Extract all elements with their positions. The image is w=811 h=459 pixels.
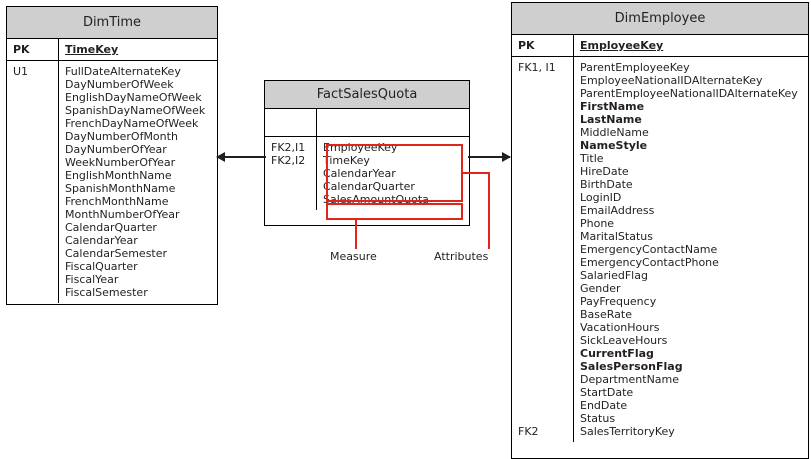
dim-time-field: CalendarSemester xyxy=(65,247,168,260)
dim-employee-field: SalariedFlag xyxy=(580,269,648,282)
relationship-arrow-to-dim-employee xyxy=(502,152,511,162)
dim-employee-field: LoginID xyxy=(580,191,622,204)
attributes-leader-horizontal xyxy=(463,172,490,174)
dim-time-pk-key-column: PK xyxy=(7,39,59,60)
dim-time-pk-label: PK xyxy=(13,43,30,56)
relationship-arrow-to-dim-time xyxy=(216,152,225,162)
dim-employee-pk-key-column: PK xyxy=(512,35,574,56)
dim-employee-field: Title xyxy=(580,152,604,165)
dim-employee-field: ParentEmployeeKey xyxy=(580,61,690,74)
dim-employee-field: HireDate xyxy=(580,165,629,178)
fact-sales-quota-pk-field-column xyxy=(317,109,469,136)
dim-employee-field: ParentEmployeeNationalIDAlternateKey xyxy=(580,87,798,100)
dim-employee-field: PayFrequency xyxy=(580,295,657,308)
dim-employee-field: EndDate xyxy=(580,399,628,412)
dim-time-field: DayNumberOfYear xyxy=(65,143,167,156)
dim-time-field: CalendarYear xyxy=(65,234,138,247)
dim-time-field: DayNumberOfMonth xyxy=(65,130,178,143)
dim-employee-field: FirstName xyxy=(580,100,645,113)
dim-employee-field: CurrentFlag xyxy=(580,347,654,360)
fact-sales-quota-attribute-field: CalendarYear xyxy=(323,167,396,180)
dim-time-field: WeekNumberOfYear xyxy=(65,156,176,169)
dim-employee-field: SalesTerritoryKey xyxy=(580,425,675,438)
dim-time-field: CalendarQuarter xyxy=(65,221,157,234)
dim-employee-key-label-fk2: FK2 xyxy=(518,425,539,438)
dim-employee-field: SalesPersonFlag xyxy=(580,360,683,373)
dim-employee-field: Status xyxy=(580,412,616,425)
dim-employee-pk-field: EmployeeKey xyxy=(580,39,664,52)
dim-time-field: SpanishMonthName xyxy=(65,182,176,195)
dim-employee-field: MiddleName xyxy=(580,126,649,139)
dim-employee-field: DepartmentName xyxy=(580,373,680,386)
attributes-leader-drop xyxy=(488,172,490,249)
dim-employee-pk-section: PK EmployeeKey xyxy=(512,35,808,57)
dim-time-field: FiscalYear xyxy=(65,273,119,286)
dim-employee-pk-field-column: EmployeeKey xyxy=(574,35,808,56)
dim-time-field: EnglishDayNameOfWeek xyxy=(65,91,202,104)
entity-fact-sales-quota[interactable]: FactSalesQuota FK2,I1 FK2,I2 EmployeeKey… xyxy=(264,80,470,226)
dim-employee-key-spacer xyxy=(518,74,573,425)
dim-time-pk-field: TimeKey xyxy=(65,43,119,56)
dim-employee-field: LastName xyxy=(580,113,642,126)
dim-employee-pk-label: PK xyxy=(518,39,535,52)
dim-employee-field: VacationHours xyxy=(580,321,660,334)
relationship-line-fact-to-dim-employee xyxy=(468,156,510,158)
fact-sales-quota-attribute-field: EmployeeKey xyxy=(323,141,398,154)
dim-employee-key-column: FK1, I1 FK2 xyxy=(512,57,574,442)
dim-employee-field: EmergencyContactName xyxy=(580,243,718,256)
dim-employee-field: BaseRate xyxy=(580,308,633,321)
fact-sales-quota-measure-field: SalesAmountQuota xyxy=(323,193,429,206)
dim-time-field: FullDateAlternateKey xyxy=(65,65,181,78)
dim-employee-field: NameStyle xyxy=(580,139,648,152)
dim-time-key-label-u1: U1 xyxy=(13,65,29,78)
dim-time-pk-field-column: TimeKey xyxy=(59,39,217,60)
dim-time-pk-section: PK TimeKey xyxy=(7,39,217,61)
entity-title-fact-sales-quota: FactSalesQuota xyxy=(265,81,469,109)
fact-sales-quota-measure-fields: SalesAmountQuota xyxy=(323,193,469,206)
dim-employee-field: EmergencyContactPhone xyxy=(580,256,719,269)
dim-time-field: MonthNumberOfYear xyxy=(65,208,180,221)
dim-employee-key-label-fk1: FK1, I1 xyxy=(518,61,556,74)
dim-time-key-column: U1 xyxy=(7,61,59,303)
dim-employee-field: Phone xyxy=(580,217,615,230)
measure-annotation-label: Measure xyxy=(330,250,377,263)
fact-sales-quota-pk-section xyxy=(265,109,469,137)
dim-employee-field: BirthDate xyxy=(580,178,633,191)
relationship-line-dim-time-to-fact xyxy=(224,156,266,158)
dim-time-field: FiscalSemester xyxy=(65,286,148,299)
dim-employee-field: EmailAddress xyxy=(580,204,655,217)
measure-leader-line xyxy=(355,220,357,249)
fact-sales-quota-key-label-1: FK2,I1 xyxy=(271,141,306,154)
dim-time-field: DayNumberOfWeek xyxy=(65,78,174,91)
entity-title-dim-time: DimTime xyxy=(7,7,217,39)
entity-dim-employee[interactable]: DimEmployee PK EmployeeKey FK1, I1 FK2 P… xyxy=(511,2,809,459)
fact-sales-quota-pk-key-column xyxy=(265,109,317,136)
entity-title-dim-employee: DimEmployee xyxy=(512,3,808,35)
attributes-annotation-label: Attributes xyxy=(434,250,489,263)
fact-sales-quota-key-label-2: FK2,I2 xyxy=(271,154,306,167)
dim-employee-field: SickLeaveHours xyxy=(580,334,668,347)
entity-dim-time[interactable]: DimTime PK TimeKey U1 FullDateAlternateK… xyxy=(6,6,218,305)
dim-employee-field: MaritalStatus xyxy=(580,230,653,243)
fact-sales-quota-key-column: FK2,I1 FK2,I2 xyxy=(265,137,317,210)
dim-employee-field: Gender xyxy=(580,282,621,295)
dim-time-field: FiscalQuarter xyxy=(65,260,138,273)
fact-sales-quota-attribute-field: TimeKey xyxy=(323,154,370,167)
fact-sales-quota-attribute-field: CalendarQuarter xyxy=(323,180,415,193)
dim-time-field: FrenchDayNameOfWeek xyxy=(65,117,199,130)
dim-time-field: EnglishMonthName xyxy=(65,169,172,182)
dim-time-field: FrenchMonthName xyxy=(65,195,169,208)
dim-employee-field: EmployeeNationalIDAlternateKey xyxy=(580,74,763,87)
dim-employee-field: StartDate xyxy=(580,386,634,399)
dim-time-field: SpanishDayNameOfWeek xyxy=(65,104,206,117)
